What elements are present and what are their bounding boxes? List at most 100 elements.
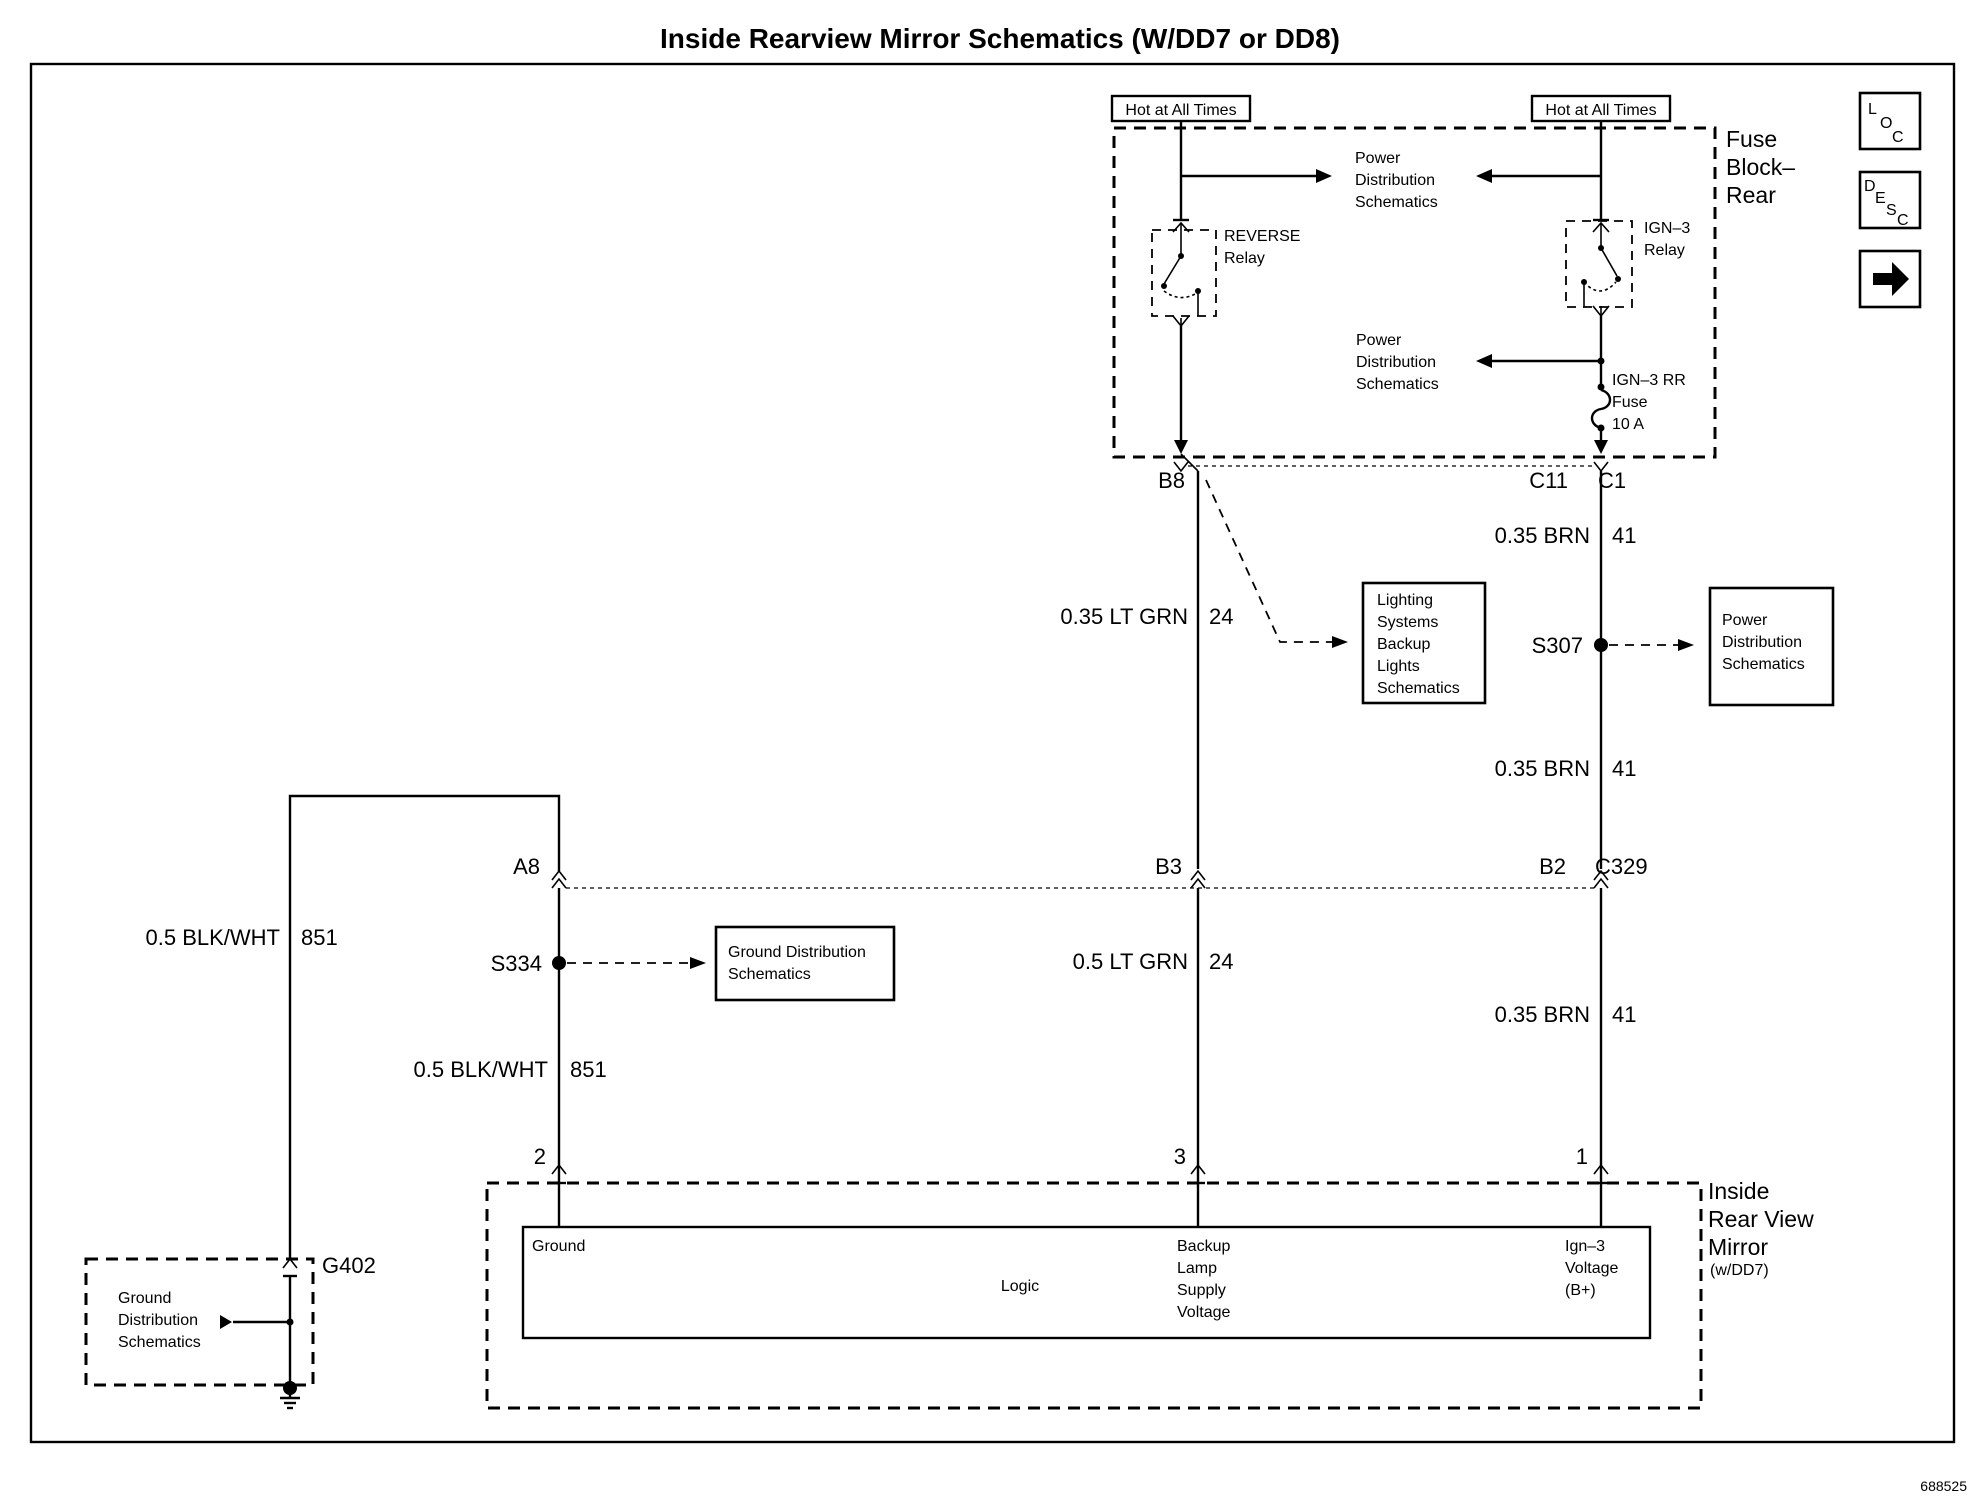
lighting-ref-5: Schematics: [1377, 680, 1460, 697]
wire-851-left-gauge: 0.5 BLK/WHT: [146, 925, 280, 950]
connector-b8-label: B8: [1158, 468, 1185, 493]
wire-41-gauge-3: 0.35 BRN: [1495, 1002, 1590, 1027]
pin-1-symbol: [1593, 1163, 1609, 1227]
power-ref-2: Distribution: [1722, 634, 1802, 651]
hot-left-label: Hot at All Times: [1125, 102, 1236, 119]
wire-24-upper-circuit: 24: [1209, 604, 1233, 629]
svg-text:E: E: [1875, 190, 1886, 207]
mirror-name-1: Inside: [1708, 1178, 1769, 1204]
next-page-button[interactable]: [1858, 249, 1922, 309]
pds-upper-3: Schematics: [1355, 194, 1438, 211]
connector-c329-label: C329: [1595, 854, 1648, 879]
connector-a8-symbol: [551, 869, 567, 889]
mirror-logic-box: [521, 1225, 1652, 1340]
figure-id: 688525: [1920, 1478, 1967, 1494]
diagram-frame: [29, 62, 1956, 1444]
svg-text:S: S: [1886, 202, 1897, 219]
pin-2-symbol: [551, 1163, 567, 1227]
connector-c11-label: C11: [1529, 468, 1568, 493]
connector-b3-symbol: [1190, 869, 1206, 889]
lighting-systems-ref-box[interactable]: [1361, 581, 1487, 705]
ign3-relay: [1565, 218, 1633, 318]
arrow-right-icon: [1873, 262, 1909, 296]
ign3-relay-label-1: IGN–3: [1644, 220, 1690, 237]
lighting-ref-3: Backup: [1377, 636, 1430, 653]
mirror-backup-1: Backup: [1177, 1238, 1230, 1255]
pds-upper-1: Power: [1355, 150, 1401, 167]
fuse-label-2: Fuse: [1612, 394, 1648, 411]
g402-ref-1: Ground: [118, 1290, 171, 1307]
mirror-ground-label: Ground: [532, 1238, 585, 1255]
svg-text:C: C: [1892, 129, 1904, 146]
lighting-ref-4: Lights: [1377, 658, 1420, 675]
splice-s334: [552, 956, 566, 970]
reverse-relay: [1151, 218, 1217, 328]
loc-button[interactable]: L O C: [1858, 91, 1922, 151]
pds-lower-3: Schematics: [1356, 376, 1439, 393]
svg-text:D: D: [1864, 178, 1876, 195]
connector-b3-label: B3: [1155, 854, 1182, 879]
ign3-rr-fuse: [1590, 383, 1612, 454]
mirror-logic-label: Logic: [1001, 1278, 1039, 1295]
mirror-name-3: Mirror: [1708, 1234, 1768, 1260]
mirror-name-2: Rear View: [1708, 1206, 1814, 1232]
fuse-label-3: 10 A: [1612, 416, 1644, 433]
wire-851-mid-gauge: 0.5 BLK/WHT: [414, 1057, 548, 1082]
ground-icon: [280, 1388, 300, 1410]
pin-3-symbol: [1190, 1163, 1206, 1227]
wire-851-left-circuit: 851: [301, 925, 338, 950]
reverse-relay-label-2: Relay: [1224, 250, 1265, 267]
ground-g402-block: [84, 1257, 315, 1387]
mirror-backup-4: Voltage: [1177, 1304, 1230, 1321]
splice-s334-label: S334: [491, 951, 542, 976]
mirror-backup-3: Supply: [1177, 1282, 1226, 1299]
desc-button[interactable]: D E S C: [1858, 170, 1922, 230]
fuse-block-label-2: Block–: [1726, 154, 1795, 180]
hot-right-label: Hot at All Times: [1545, 102, 1656, 119]
wire-41-circuit-1: 41: [1612, 523, 1636, 548]
wire-851-blkwht-left: [288, 794, 561, 1258]
mirror-backup-2: Lamp: [1177, 1260, 1217, 1277]
power-distribution-ref-box[interactable]: [1708, 586, 1835, 707]
backup-lights-ref-line: [1205, 479, 1332, 643]
ign3-relay-label-2: Relay: [1644, 242, 1685, 259]
pds-lower-1: Power: [1356, 332, 1402, 349]
g402-ref-3: Schematics: [118, 1334, 201, 1351]
connector-c1-label: C1: [1598, 468, 1626, 493]
svg-text:C: C: [1897, 212, 1909, 229]
pin-3-label: 3: [1174, 1144, 1186, 1169]
lighting-ref-1: Lighting: [1377, 592, 1433, 609]
pds-upper-2: Distribution: [1355, 172, 1435, 189]
wire-41-circuit-2: 41: [1612, 756, 1636, 781]
lighting-ref-2: Systems: [1377, 614, 1438, 631]
splice-s307-label: S307: [1532, 633, 1583, 658]
mirror-ign3-1: Ign–3: [1565, 1238, 1605, 1255]
wire-24-lower-circuit: 24: [1209, 949, 1233, 974]
pin-1-label: 1: [1576, 1144, 1588, 1169]
wire-24-lower-gauge: 0.5 LT GRN: [1073, 949, 1188, 974]
ground-distribution-ref-box[interactable]: [714, 925, 896, 1002]
pin-2-label: 2: [534, 1144, 546, 1169]
mirror-ign3-3: (B+): [1565, 1282, 1596, 1299]
inside-rear-view-mirror: [485, 1181, 1703, 1410]
wire-41-gauge-1: 0.35 BRN: [1495, 523, 1590, 548]
mirror-note: (w/DD7): [1710, 1262, 1769, 1279]
svg-text:L: L: [1868, 101, 1877, 118]
fuse-block-label-3: Rear: [1726, 182, 1776, 208]
g402-label: G402: [322, 1253, 376, 1278]
wire-24-upper-gauge: 0.35 LT GRN: [1060, 604, 1188, 629]
connector-b2-symbol: [1593, 869, 1609, 889]
fuse-block-label-1: Fuse: [1726, 126, 1777, 152]
g402-connector-symbol: [282, 1257, 298, 1278]
reverse-relay-label-1: REVERSE: [1224, 228, 1300, 245]
fuse-block-rear: [1112, 126, 1717, 459]
g402-ref-2: Distribution: [118, 1312, 198, 1329]
pds-lower-2: Distribution: [1356, 354, 1436, 371]
ground-ref-2: Schematics: [728, 966, 811, 983]
wire-41-circuit-3: 41: [1612, 1002, 1636, 1027]
svg-text:O: O: [1880, 115, 1892, 132]
wire-851-mid-circuit: 851: [570, 1057, 607, 1082]
splice-s307: [1594, 638, 1608, 652]
